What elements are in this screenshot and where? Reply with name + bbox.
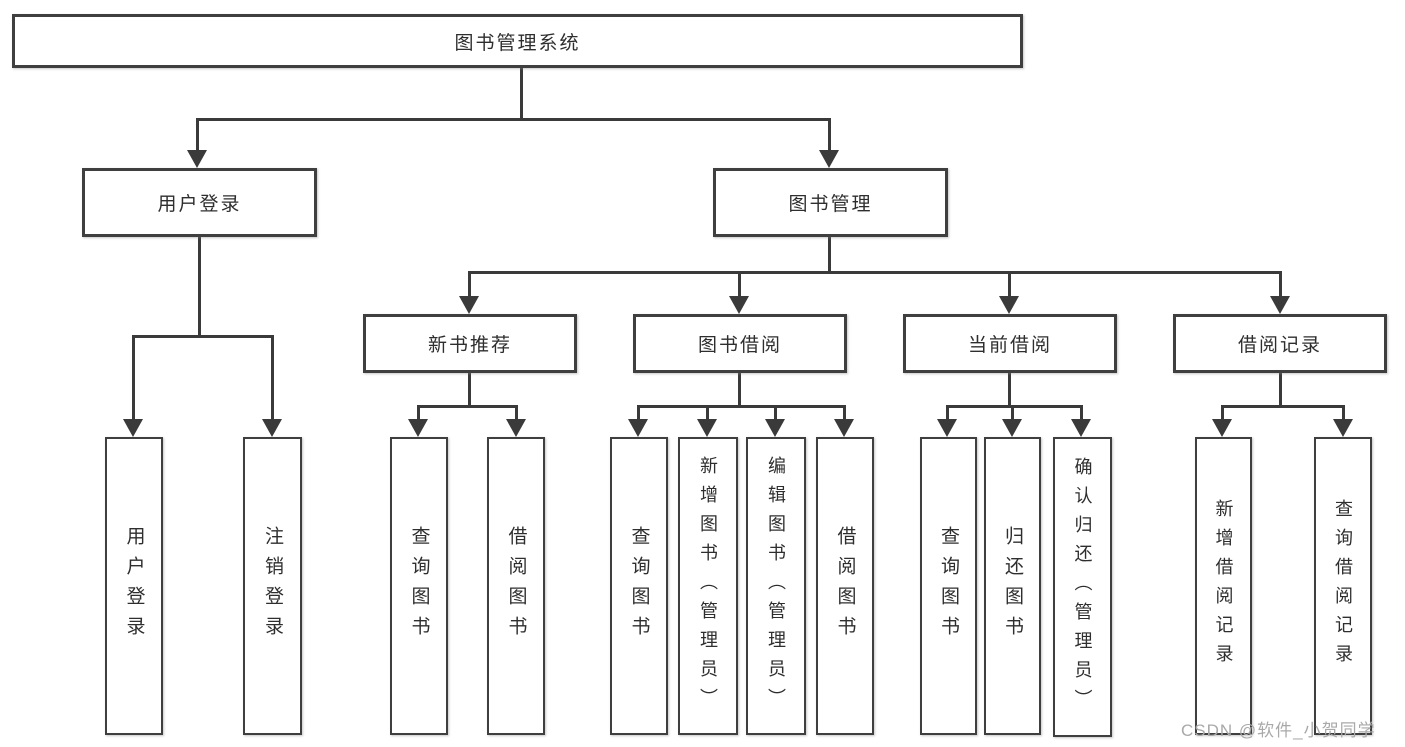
connector-arrow-confirm-return-stem bbox=[1080, 405, 1083, 421]
node-root: 图书管理系统 bbox=[12, 14, 1023, 68]
connector-arrow-edit-books-stem bbox=[774, 405, 777, 421]
node-book-borrow-label: 图书借阅 bbox=[697, 335, 782, 356]
connector-root-hline bbox=[196, 118, 831, 121]
arrowhead-edit-books bbox=[765, 419, 785, 437]
connector-book-borrow-stem bbox=[738, 373, 741, 408]
leaf-user-login: 用户登录 bbox=[105, 437, 163, 735]
leaf-user-login-label: 用户登录 bbox=[123, 526, 145, 646]
leaf-add-borrow-record-label: 新增借阅记录 bbox=[1213, 499, 1234, 673]
leaf-query-books-1-label: 查询图书 bbox=[408, 526, 430, 646]
arrowhead-add-books bbox=[697, 419, 717, 437]
arrowhead-leaf-logout bbox=[262, 419, 282, 437]
connector-arrow-borrow-records-stem bbox=[1279, 271, 1282, 298]
connector-current-borrow-stem bbox=[1008, 373, 1011, 408]
connector-arrow-return-books-stem bbox=[1011, 405, 1014, 421]
arrowhead-leaf-user-login bbox=[123, 419, 143, 437]
leaf-borrow-books-1-label: 借阅图书 bbox=[505, 526, 527, 646]
connector-book-borrow-hline bbox=[637, 405, 846, 408]
leaf-add-borrow-record: 新增借阅记录 bbox=[1195, 437, 1252, 735]
connector-borrow-records-stem bbox=[1279, 373, 1282, 408]
connector-arrow-user-login-stem bbox=[196, 118, 199, 152]
node-new-book-recommend-label: 新书推荐 bbox=[427, 335, 512, 356]
connector-arrow-leaf-logout-stem bbox=[271, 335, 274, 421]
connector-arrow-borrow-books-1-stem bbox=[515, 405, 518, 421]
node-current-borrow-label: 当前借阅 bbox=[967, 335, 1052, 356]
leaf-return-books-label: 归还图书 bbox=[1002, 526, 1023, 646]
connector-arrow-add-record-stem bbox=[1221, 405, 1224, 421]
leaf-query-books-1: 查询图书 bbox=[390, 437, 448, 735]
connector-arrow-query-record-stem bbox=[1342, 405, 1345, 421]
node-user-login-label: 用户登录 bbox=[157, 194, 242, 215]
node-borrow-records-label: 借阅记录 bbox=[1237, 335, 1322, 356]
arrowhead-user-login bbox=[187, 150, 207, 168]
leaf-confirm-return-admin: 确认归还（管理员） bbox=[1053, 437, 1112, 737]
arrowhead-new-book-recommend bbox=[459, 296, 479, 314]
arrowhead-book-borrow bbox=[729, 296, 749, 314]
leaf-add-books-admin: 新增图书（管理员） bbox=[678, 437, 738, 735]
csdn-watermark: CSDN @软件_小贺同学 bbox=[1181, 721, 1376, 740]
arrowhead-confirm-return bbox=[1071, 419, 1091, 437]
arrowhead-query-books-2 bbox=[628, 419, 648, 437]
connector-user-login-stem bbox=[198, 237, 201, 338]
arrowhead-borrow-records bbox=[1270, 296, 1290, 314]
leaf-add-books-admin-label: 新增图书（管理员） bbox=[698, 455, 718, 717]
connector-arrow-borrow-books-2-stem bbox=[843, 405, 846, 421]
connector-arrow-current-borrow-stem bbox=[1008, 271, 1011, 298]
leaf-borrow-books-1: 借阅图书 bbox=[487, 437, 545, 735]
node-book-management-label: 图书管理 bbox=[788, 194, 873, 215]
arrowhead-book-management bbox=[819, 150, 839, 168]
arrowhead-borrow-books-1 bbox=[506, 419, 526, 437]
connector-arrow-query-books-2-stem bbox=[637, 405, 640, 421]
leaf-logout-login-label: 注销登录 bbox=[262, 526, 283, 646]
leaf-query-books-3: 查询图书 bbox=[920, 437, 977, 735]
arrowhead-return-books bbox=[1002, 419, 1022, 437]
node-new-book-recommend: 新书推荐 bbox=[363, 314, 577, 373]
leaf-logout-login: 注销登录 bbox=[243, 437, 302, 735]
node-book-management: 图书管理 bbox=[713, 168, 948, 237]
leaf-edit-books-admin-label: 编辑图书（管理员） bbox=[766, 455, 786, 717]
connector-arrow-leaf-user-login-stem bbox=[132, 335, 135, 421]
node-current-borrow: 当前借阅 bbox=[903, 314, 1117, 373]
connector-arrow-query-books-3-stem bbox=[946, 405, 949, 421]
leaf-borrow-books-2: 借阅图书 bbox=[816, 437, 874, 735]
arrowhead-query-books-1 bbox=[408, 419, 428, 437]
arrowhead-borrow-books-2 bbox=[834, 419, 854, 437]
connector-book-management-hline bbox=[468, 271, 1282, 274]
connector-new-book-recommend-hline bbox=[417, 405, 518, 408]
connector-arrow-book-borrow-stem bbox=[738, 271, 741, 298]
node-book-borrow: 图书借阅 bbox=[633, 314, 847, 373]
connector-arrow-new-book-recommend-stem bbox=[468, 271, 471, 298]
connector-arrow-query-books-1-stem bbox=[417, 405, 420, 421]
leaf-confirm-return-admin-label: 确认归还（管理员） bbox=[1072, 456, 1093, 718]
leaf-query-books-3-label: 查询图书 bbox=[938, 526, 959, 646]
connector-user-login-hline bbox=[132, 335, 274, 338]
arrowhead-current-borrow bbox=[999, 296, 1019, 314]
connector-arrow-book-management-stem bbox=[828, 118, 831, 152]
connector-new-book-recommend-stem bbox=[468, 373, 471, 408]
node-root-label: 图书管理系统 bbox=[454, 32, 581, 54]
node-borrow-records: 借阅记录 bbox=[1173, 314, 1387, 373]
leaf-edit-books-admin: 编辑图书（管理员） bbox=[746, 437, 806, 735]
leaf-query-books-2-label: 查询图书 bbox=[628, 526, 650, 646]
leaf-query-borrow-record: 查询借阅记录 bbox=[1314, 437, 1372, 735]
leaf-query-books-2: 查询图书 bbox=[610, 437, 668, 735]
connector-root-stem bbox=[520, 68, 523, 121]
leaf-borrow-books-2-label: 借阅图书 bbox=[834, 526, 856, 646]
connector-book-management-stem bbox=[828, 237, 831, 274]
connector-borrow-records-hline bbox=[1221, 405, 1345, 408]
node-user-login: 用户登录 bbox=[82, 168, 317, 237]
leaf-return-books: 归还图书 bbox=[984, 437, 1041, 735]
arrowhead-query-record bbox=[1333, 419, 1353, 437]
arrowhead-query-books-3 bbox=[937, 419, 957, 437]
connector-arrow-add-books-stem bbox=[706, 405, 709, 421]
connector-current-borrow-hline bbox=[946, 405, 1083, 408]
arrowhead-add-record bbox=[1212, 419, 1232, 437]
leaf-query-borrow-record-label: 查询借阅记录 bbox=[1333, 499, 1353, 673]
